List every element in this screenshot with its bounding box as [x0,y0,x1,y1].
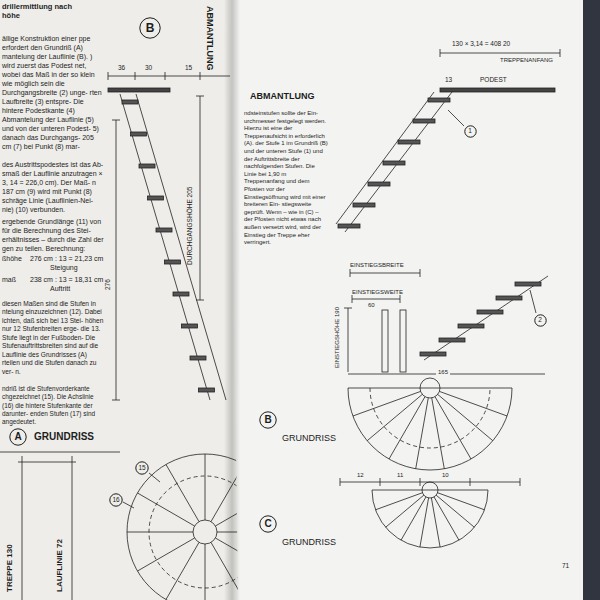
callout-circle: 2 [534,314,547,327]
view-letter-circle: B [139,17,161,39]
callout-text: 16 [112,497,119,504]
left-drawings [0,72,283,600]
dimension: LAUFLINIE 72 [56,539,65,592]
part-name: PODEST [480,76,507,83]
dimension: TREPPE 130 [6,544,15,592]
dimension: 30 [145,64,152,71]
dimension: 165 [436,369,450,376]
calc-text: Steigung [50,264,78,272]
body-text: des Austrittspodestes ist das Ab- smaß d… [2,160,104,214]
view-heading: GRUNDRISS [34,431,94,442]
view-letter-circle: A [9,428,27,446]
view-letter-circle: C [259,515,277,533]
view-heading: ABMANTLUNG [250,92,315,102]
view-heading: ABMANTLUNG [204,6,214,71]
view-heading: GRUNDRISS [282,538,336,548]
view-letter-circle: B [259,411,277,429]
right-drawings [336,49,560,548]
body-text: ergebende Grundlänge (11) von für die Be… [2,217,104,253]
callout-text: C [264,519,271,529]
calc-text: ßhöhe [2,255,22,263]
dimension: 130 × 3,14 = 408 20 [452,40,510,47]
callout-text: A [14,432,21,442]
dimension: 10 [442,472,449,479]
dimension: 11 [397,472,403,479]
callout-text: 1 [468,128,472,135]
right-page [228,0,583,600]
dimension: 276 [104,279,111,290]
body-text: diesen Maßen sind die Stufen in ntelung … [2,300,104,376]
dimension: 15 [185,64,192,71]
body-text: ällige Konstruktion einer ppe erfordert … [2,34,104,151]
dimension: 36 [118,64,125,71]
part-name: TREPPENANFANG [500,57,553,64]
body-text: ndriß ist die Stufenvorderkante chgezeic… [2,385,104,426]
callout-text: B [146,22,155,34]
calc-text: 238 cm : 13 = 18,31 cm [30,276,103,284]
page-number: 71 [562,562,569,569]
body-text: ndsteinstufen sollte der Ein- urchmesser… [244,110,328,247]
callout-circle: 1 [464,125,477,138]
calc-text: Auftritt [50,285,70,293]
dimension: 12 [357,472,364,479]
callout-text: B [264,415,271,425]
left-page [0,0,238,600]
dimension: 13 [445,76,452,83]
view-heading: GRUNDRISS [282,434,336,444]
callout-circle: 16 [109,493,123,507]
callout-text: 2 [538,317,542,324]
callout-circle: 15 [135,461,149,475]
running-head: drillermittlung nach [2,3,72,11]
dimension: EINSTIEGSBREITE [350,262,404,269]
calc-text: maß [2,276,16,284]
dimension: EINSTIEGSWEITE [352,289,403,296]
calc-text: 276 cm : 13 = 21,23 cm [30,255,103,263]
callout-text: 15 [138,465,145,472]
dimension: DURCHGANGSHÖHE 205 [186,187,193,265]
dimension: 60 [368,302,375,309]
gutter-shadow [224,0,240,600]
dimension: EINSTIEGSHÖHE 190 [334,307,341,368]
running-head: höhe [2,12,20,20]
